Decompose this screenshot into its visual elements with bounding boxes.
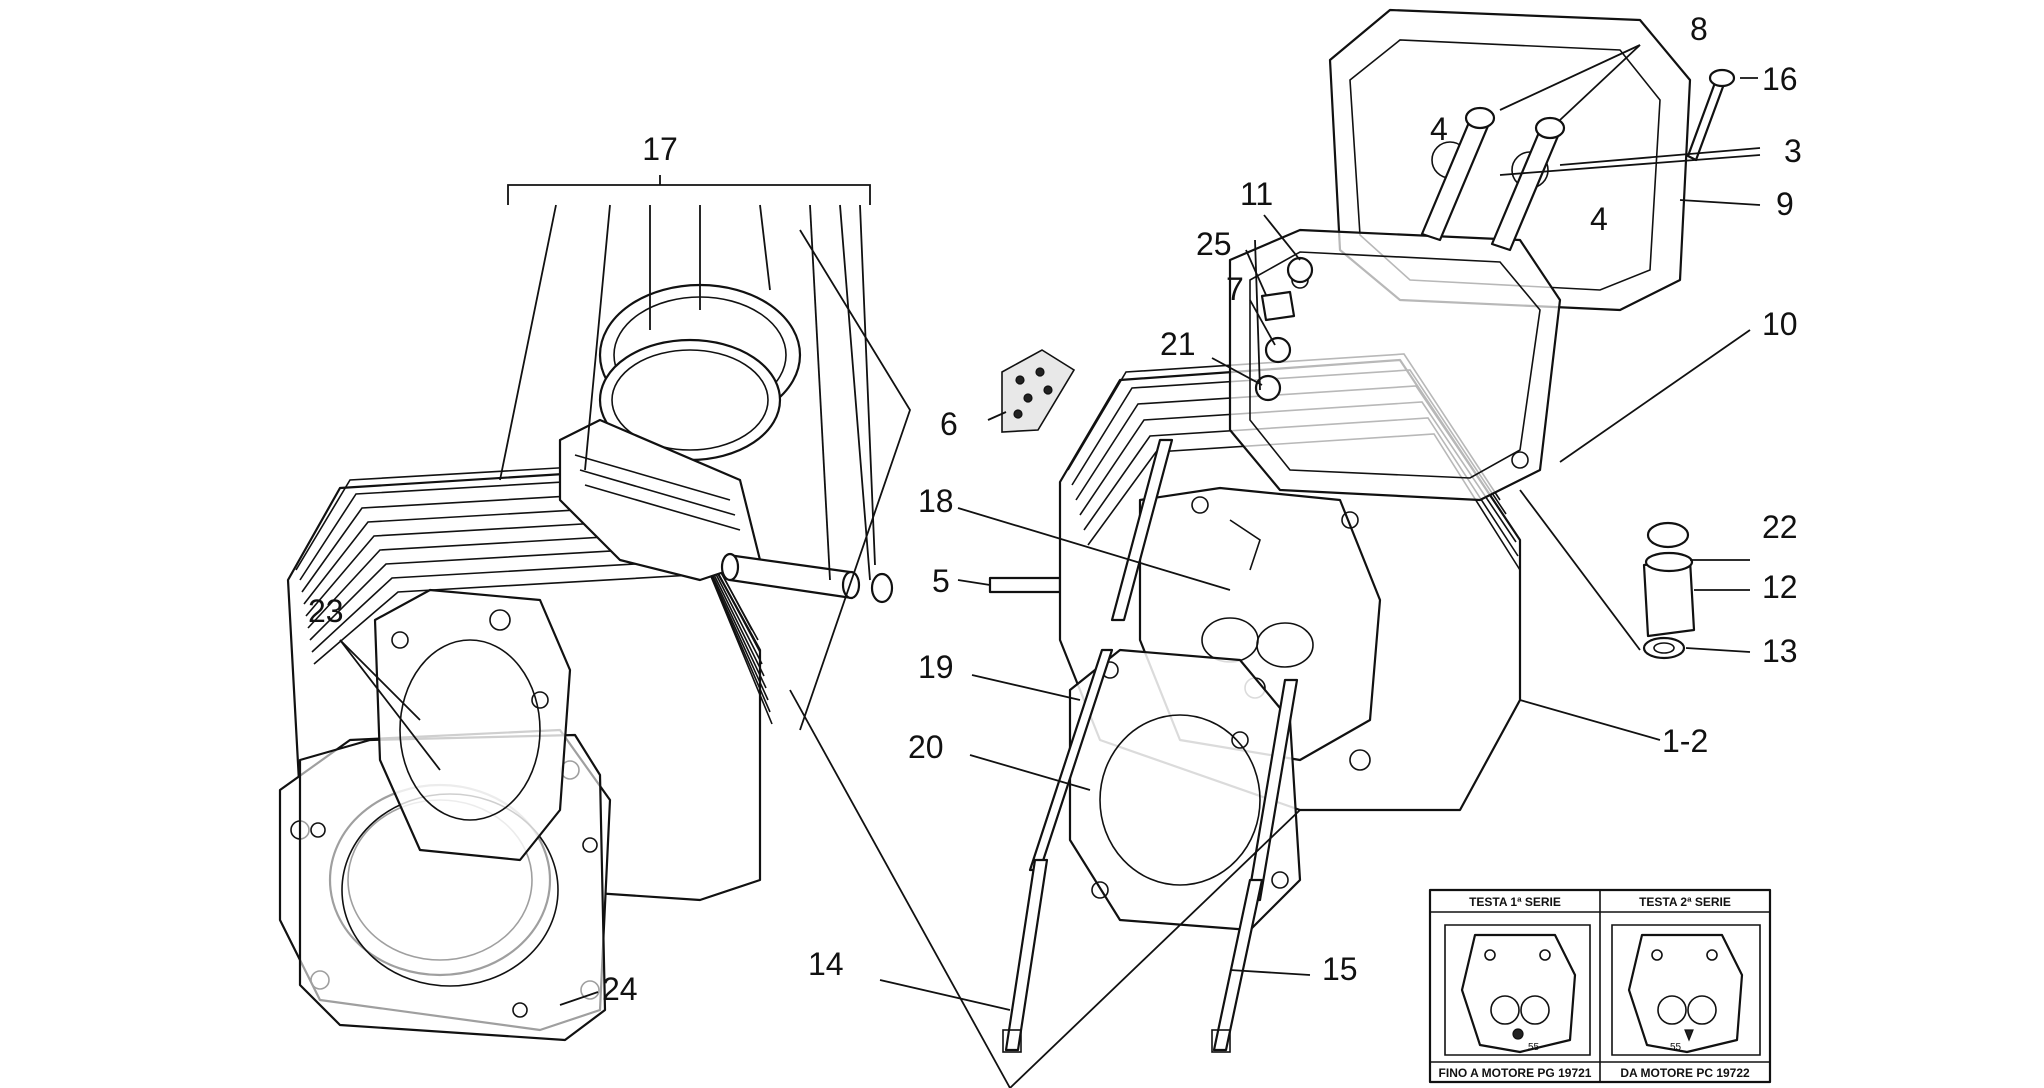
callout-19: 19 [918,649,954,685]
callout-10: 10 [1762,306,1798,342]
inset-right-footer: DA MOTORE PC 19722 [1620,1066,1750,1080]
rocker-gasket [1228,228,1562,502]
callout-5: 5 [932,563,950,599]
inset-right-head: 55 [1611,924,1761,1056]
callout-7: 7 [1226,271,1244,307]
callout-22: 22 [1762,509,1798,545]
callout-21: 21 [1160,326,1196,362]
small-fittings [1254,256,1314,402]
callout-8: 8 [1690,11,1708,47]
callout-13: 13 [1762,633,1798,669]
inset-box: TESTA 1ª SERIE TESTA 2ª SERIE 55 55 FINO… [1428,888,1772,1084]
callout-1-2: 1-2 [1662,723,1708,759]
callout-6: 6 [940,406,958,442]
inset-right-mark: 55 [1670,1042,1682,1053]
inset-left-footer: FINO A MOTORE PG 19721 [1439,1066,1592,1080]
callout-18: 18 [918,483,954,519]
callout-4a: 4 [1430,111,1448,147]
callout-24: 24 [602,971,638,1007]
callout-17: 17 [642,131,678,167]
callout-labels: 17 8 16 4 3 4 9 11 25 7 21 10 6 18 22 12… [308,11,1802,1007]
callout-25: 25 [1196,226,1232,262]
leader-lines [339,44,1761,1088]
cylinder-head-gasket-left [373,588,572,862]
studs [1002,438,1299,1053]
inset-left-title: TESTA 1ª SERIE [1469,895,1561,909]
callout-14: 14 [808,946,844,982]
callout-23: 23 [308,593,344,629]
chain-segment [1001,349,1076,433]
inset-left-head: 55 [1444,924,1591,1056]
piston-assembly [558,283,894,604]
callout-12: 12 [1762,569,1798,605]
inset-right-title: TESTA 2ª SERIE [1639,895,1731,909]
callout-4b: 4 [1590,201,1608,237]
sleeve-assembly [1642,521,1696,660]
inset-left-mark: 55 [1528,1042,1540,1053]
cylinder-head-gasket-right [1068,648,1302,932]
callout-15: 15 [1322,951,1358,987]
callout-11: 11 [1240,176,1273,212]
cover-screw [1686,68,1736,162]
callout-9: 9 [1776,186,1794,222]
callout-3: 3 [1784,133,1802,169]
callout-20: 20 [908,729,944,765]
callout-16: 16 [1762,61,1798,97]
rocker-shafts [1420,106,1566,252]
